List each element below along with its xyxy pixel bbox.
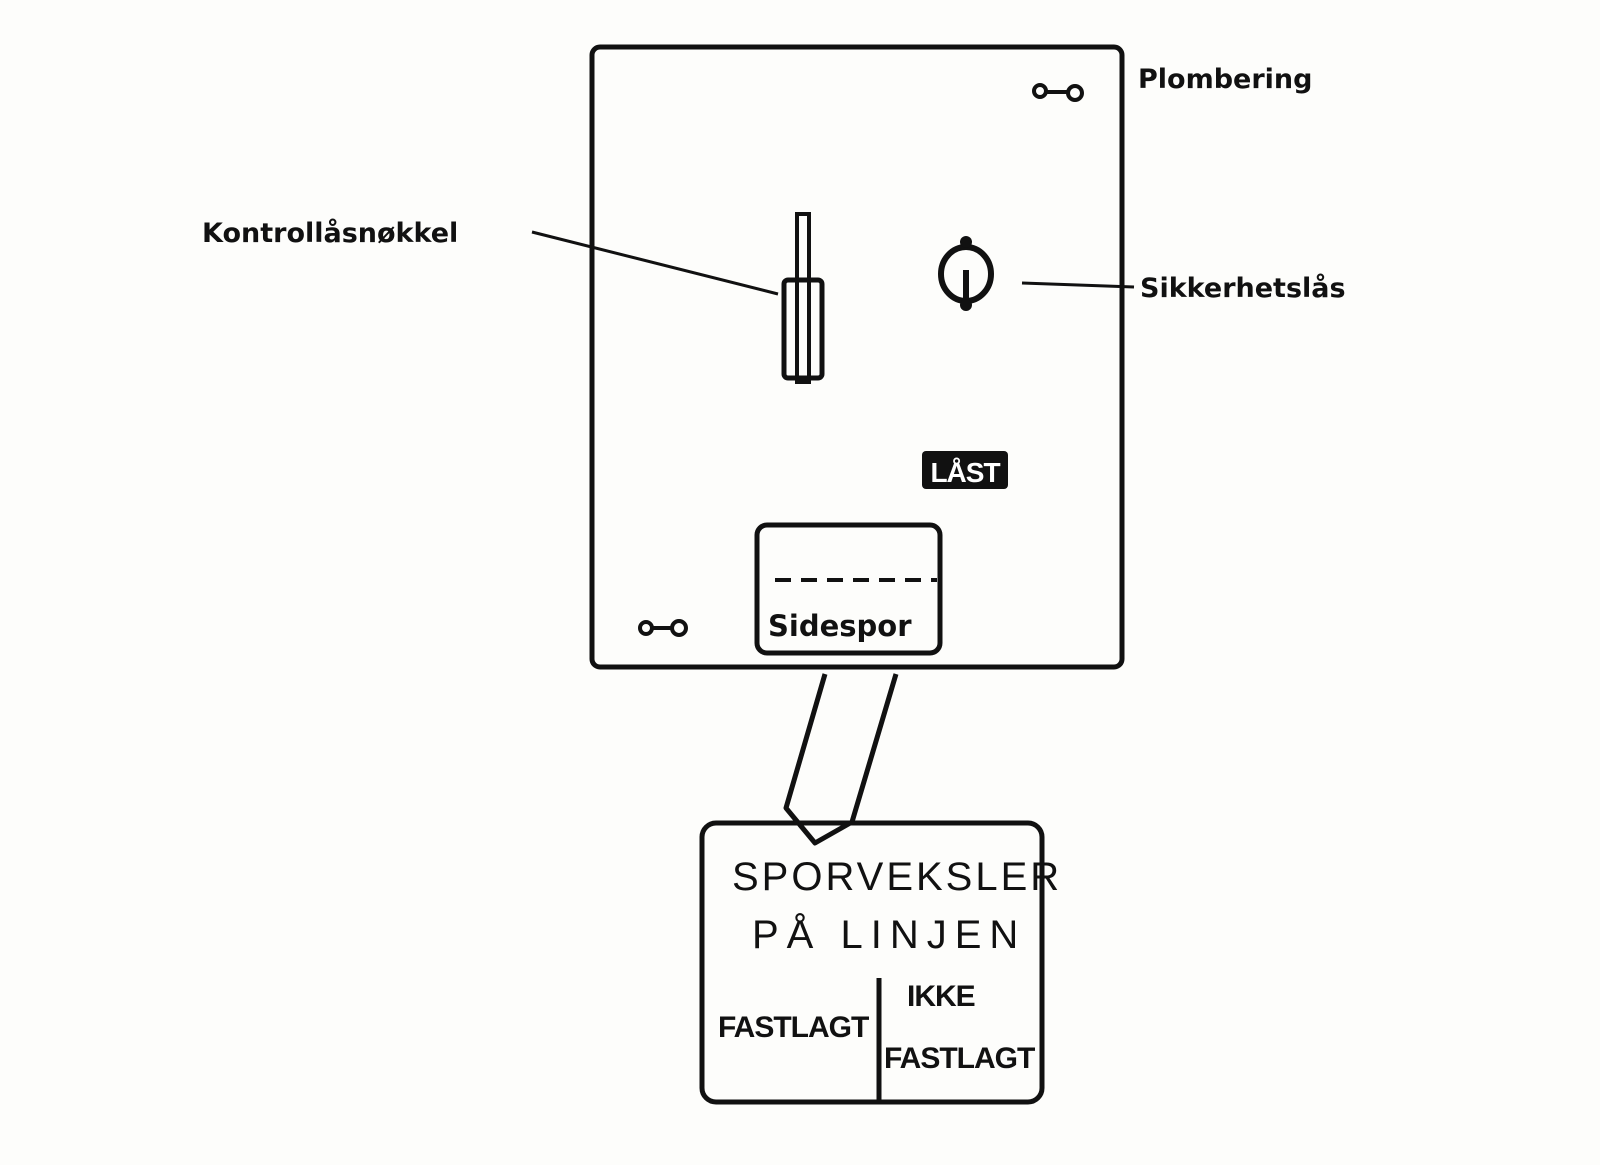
label-sidespor: Sidespor xyxy=(768,609,912,643)
tag-title-line1: SPORVEKSLER xyxy=(732,855,1062,899)
tag-option-ikke-fastlagt: FASTLAGT xyxy=(884,1042,1035,1075)
label-sikkerhetslaas: Sikkerhetslås xyxy=(1140,272,1346,304)
tag-strap xyxy=(783,673,899,846)
leader-line-lock xyxy=(1021,281,1135,289)
seal-icon-bottom xyxy=(638,619,688,637)
label-plombering: Plombering xyxy=(1138,64,1313,95)
safety-lock-icon xyxy=(938,236,994,311)
label-kontrollaasnokkel: Kontrollåsnøkkel xyxy=(202,217,458,249)
locked-indicator xyxy=(922,451,1008,489)
tag-title-line2: PÅ LINJEN xyxy=(752,912,1026,957)
tag-option-ikke: IKKE xyxy=(907,980,975,1013)
control-key-icon xyxy=(781,212,825,384)
lock-panel xyxy=(589,44,1125,670)
sidespor-window xyxy=(754,522,943,656)
seal-icon-top xyxy=(1032,83,1084,102)
label-laast: LÅST xyxy=(930,457,1000,488)
tag-option-fastlagt: FASTLAGT xyxy=(718,1011,869,1044)
leader-line-key xyxy=(531,230,779,296)
track-switch-tag xyxy=(699,820,1045,1105)
